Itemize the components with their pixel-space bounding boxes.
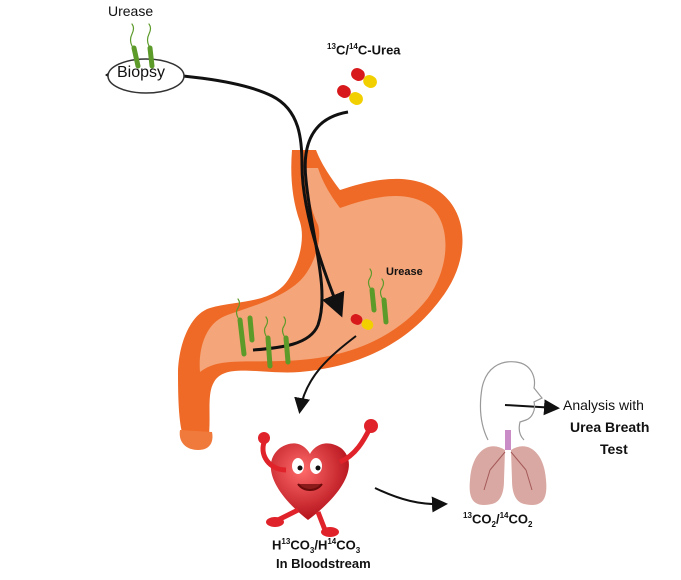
pylorus — [179, 430, 213, 450]
bacteria-top — [129, 23, 155, 69]
blood-to-lungs-arrow — [374, 487, 448, 513]
head-outline — [479, 361, 543, 441]
human-breathing — [469, 361, 547, 505]
co2-label: 13CO2/14CO2 — [463, 511, 533, 529]
urea-capsules — [337, 68, 377, 105]
urea-isotope-label: 13C/14C-Urea — [327, 42, 401, 58]
trachea — [505, 430, 511, 450]
urease-top-label: Urease — [108, 3, 154, 19]
biopsy-ellipse — [107, 58, 185, 94]
stomach-capsule — [350, 314, 374, 330]
analysis-line-3: Test — [600, 441, 628, 457]
urease-stomach-label: Urease — [386, 266, 423, 278]
right-lung — [511, 446, 547, 505]
biopsy-label: Biopsy — [117, 64, 166, 81]
analysis-line-1: Analysis with — [563, 397, 644, 413]
bloodstream-label: In Bloodstream — [276, 556, 371, 571]
stomach-to-blood-arrow — [294, 335, 357, 414]
analysis-line-2: Urea Breath — [570, 419, 650, 435]
bicarbonate-label: H13CO3/H14CO3 — [272, 537, 361, 555]
left-lung — [469, 446, 505, 505]
bacteria-stomach — [235, 268, 389, 369]
urea-path-arrow — [252, 110, 349, 352]
exhale-arrow — [504, 399, 560, 416]
running-heart — [258, 419, 378, 537]
stomach — [178, 150, 463, 450]
